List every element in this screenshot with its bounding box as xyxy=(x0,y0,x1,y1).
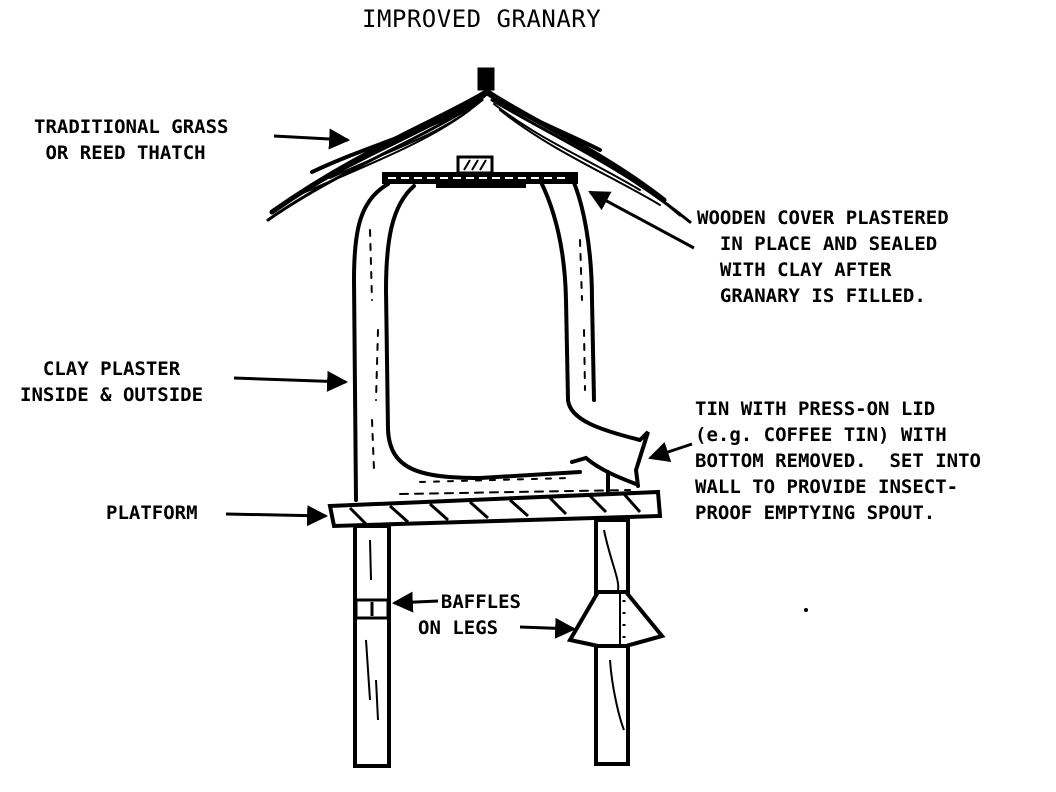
wooden-cover xyxy=(382,155,578,188)
arrow-wooden-cover xyxy=(588,190,695,250)
arrow-platform xyxy=(225,505,329,527)
label-platform: PLATFORM xyxy=(106,502,198,524)
label-tin-spout: TIN WITH PRESS-ON LID (e.g. COFFEE TIN) … xyxy=(695,398,981,524)
label-wooden-cover: WOODEN COVER PLASTERED IN PLACE AND SEAL… xyxy=(697,207,949,307)
tin-spout xyxy=(570,430,650,496)
label-clay-plaster: CLAY PLASTER INSIDE & OUTSIDE xyxy=(20,358,204,406)
stray-dot xyxy=(804,608,808,612)
arrow-baffle-left xyxy=(391,591,439,613)
granary-wall xyxy=(351,176,642,502)
label-thatch: TRADITIONAL GRASS OR REED THATCH xyxy=(34,116,229,164)
arrow-clay-plaster xyxy=(233,370,349,392)
diagram-title: IMPROVED GRANARY xyxy=(362,5,602,33)
baffle-right xyxy=(566,590,666,648)
arrow-tin-spout xyxy=(648,442,693,462)
baffle-left xyxy=(354,598,390,620)
arrow-baffle-right xyxy=(519,617,577,639)
platform xyxy=(327,489,663,529)
label-baffles: BAFFLES ON LEGS xyxy=(418,591,521,639)
roof-finial xyxy=(477,67,495,91)
leg-left xyxy=(353,524,391,768)
thatch-roof xyxy=(266,67,692,224)
arrow-thatch xyxy=(273,128,351,150)
